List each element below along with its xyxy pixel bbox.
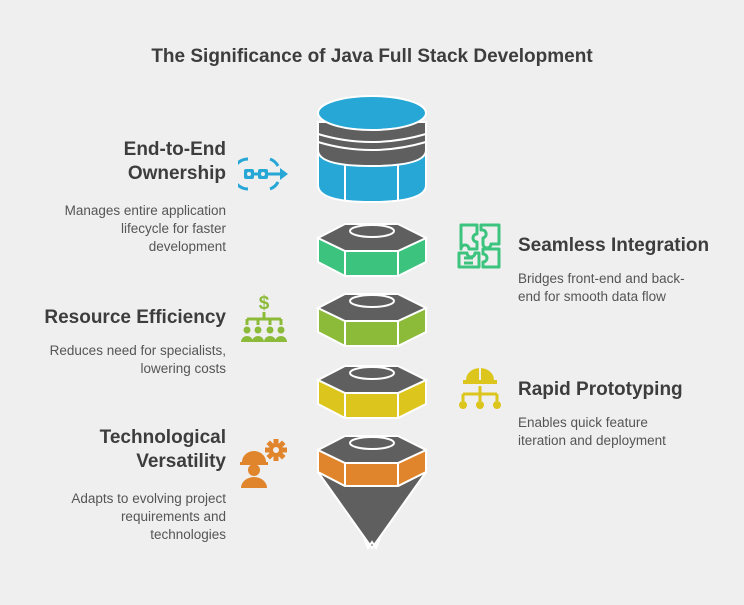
- desc-line: Adapts to evolving project: [71, 491, 226, 506]
- desc-line: Reduces need for specialists,: [49, 343, 226, 358]
- heading-rapid-prototyping: Rapid Prototyping: [518, 379, 683, 400]
- stack-layer-blue: [317, 95, 427, 204]
- hardhat-hierarchy-icon: [459, 368, 501, 409]
- heading-end-to-end-ownership: End-to-End Ownership: [124, 138, 226, 186]
- desc-line: iteration and deployment: [518, 433, 666, 448]
- desc-line: Bridges front-end and back-: [518, 271, 685, 286]
- heading-line: Ownership: [127, 163, 226, 184]
- desc-resource-efficiency: Reduces need for specialists, lowering c…: [50, 342, 226, 378]
- desc-line: requirements and: [120, 509, 226, 524]
- desc-line: development: [148, 239, 226, 254]
- stack-layer-green: [315, 223, 429, 277]
- puzzle-icon: [457, 223, 501, 269]
- desc-end-to-end-ownership: Manages entire application lifecycle for…: [65, 202, 226, 256]
- desc-line: Enables quick feature: [518, 415, 648, 430]
- link-arrow-icon: [238, 157, 288, 191]
- heading-line: Versatility: [136, 451, 226, 472]
- worker-gear-icon: [240, 439, 287, 488]
- page-title: The Significance of Java Full Stack Deve…: [151, 46, 593, 67]
- stack-layer-lime: [315, 293, 429, 347]
- desc-line: Manages entire application: [64, 203, 226, 218]
- heading-resource-efficiency: Resource Efficiency: [44, 307, 226, 328]
- desc-seamless-integration: Bridges front-end and back- end for smoo…: [518, 270, 685, 306]
- desc-line: lowering costs: [140, 361, 226, 376]
- heading-line: Technological: [99, 427, 226, 448]
- desc-rapid-prototyping: Enables quick feature iteration and depl…: [518, 414, 666, 450]
- heading-line: End-to-End: [123, 139, 226, 160]
- dollar-team-icon: $: [241, 293, 287, 342]
- desc-line: end for smooth data flow: [518, 289, 666, 304]
- desc-technological-versatility: Adapts to evolving project requirements …: [71, 490, 226, 544]
- stack-layer-orange: [315, 435, 429, 551]
- stack-layer-yellow: [315, 365, 429, 419]
- desc-line: lifecycle for faster: [120, 221, 226, 236]
- heading-technological-versatility: Technological Versatility: [100, 426, 226, 474]
- svg-text:$: $: [259, 293, 270, 314]
- desc-line: technologies: [150, 527, 226, 542]
- heading-seamless-integration: Seamless Integration: [518, 235, 710, 256]
